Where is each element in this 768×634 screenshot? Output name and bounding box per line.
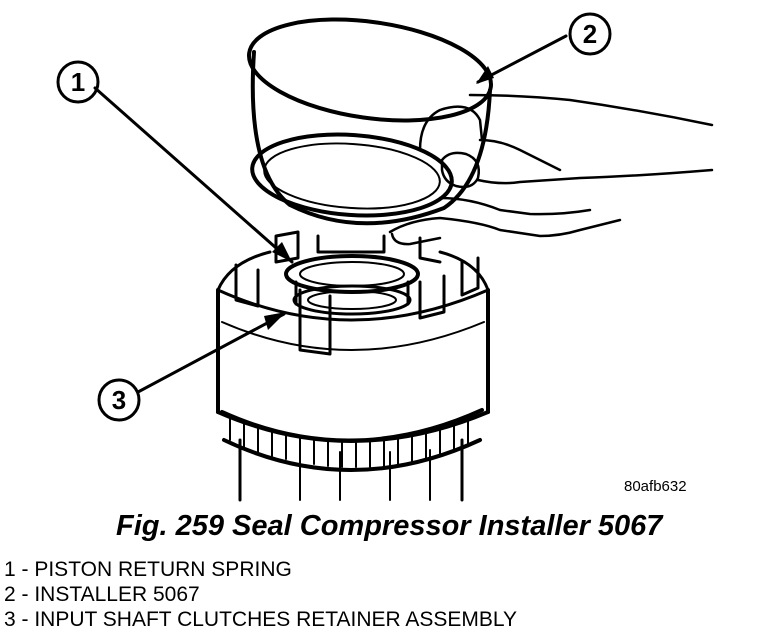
installer-5067 (247, 17, 493, 226)
legend: 1 - PISTON RETURN SPRING 2 - INSTALLER 5… (4, 557, 517, 632)
callout-label-1: 1 (71, 67, 85, 97)
leader-lines (93, 34, 568, 394)
legend-item: 1 - PISTON RETURN SPRING (4, 558, 292, 581)
figure-caption: Fig. 259 Seal Compressor Installer 5067 (116, 510, 663, 542)
callout-circle-1 (56, 60, 100, 104)
piston-return-spring (284, 254, 420, 316)
input-shaft (238, 438, 464, 502)
image-code: 80afb632 (624, 478, 687, 495)
callout-circle-3 (97, 378, 141, 422)
callout-label-2: 2 (583, 19, 597, 49)
retainer-drum (216, 230, 490, 443)
legend-item: 2 - INSTALLER 5067 (4, 583, 200, 606)
illustration: 1 2 3 (56, 12, 714, 502)
callout-label-3: 3 (112, 385, 126, 415)
technician-hand (388, 93, 714, 246)
callout-circle-2 (568, 12, 612, 56)
leader-arrowheads (264, 66, 494, 330)
legend-item: 3 - INPUT SHAFT CLUTCHES RETAINER ASSEMB… (4, 608, 518, 631)
